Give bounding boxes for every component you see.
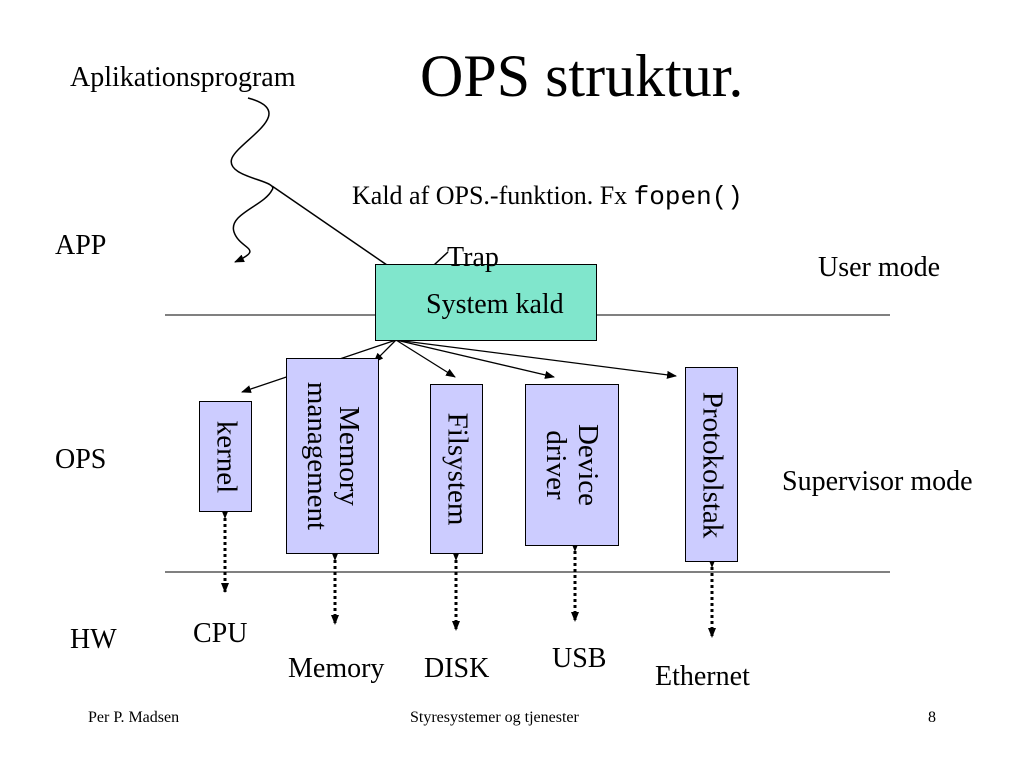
call-arrow: [271, 185, 401, 275]
arrow-to-filsystem: [395, 339, 456, 378]
slide-title: OPS struktur.: [420, 43, 744, 109]
module-kernel-label: kernel: [210, 420, 242, 493]
trap-label: Trap: [447, 242, 499, 273]
app-thread-squiggle: [230, 97, 274, 263]
hw-ethernet-label: Ethernet: [655, 661, 750, 692]
hw-memory-label: Memory: [288, 653, 385, 684]
module-memory-line2: management: [300, 381, 333, 531]
module-filsystem: Filsystem: [430, 384, 483, 554]
user-mode-label: User mode: [818, 252, 941, 283]
module-device-line2: driver: [540, 430, 572, 500]
arrow-to-device: [395, 339, 555, 379]
call-code: fopen(): [633, 182, 743, 212]
module-protokolstak: Protokolstak: [685, 367, 738, 562]
module-memory-management: Memory management: [286, 358, 379, 554]
module-device-label: Device driver: [540, 424, 604, 506]
layer-label-app: APP: [55, 230, 107, 261]
supervisor-mode-label: Supervisor mode: [782, 466, 973, 497]
app-program-label: Aplikationsprogram: [70, 62, 296, 93]
layer-label-hw: HW: [70, 624, 117, 655]
call-caption-text: Kald af OPS.-funktion. Fx: [352, 181, 628, 210]
module-device-line1: Device: [572, 423, 604, 507]
system-call-label: System kald: [426, 289, 564, 320]
layer-label-ops: OPS: [55, 444, 107, 475]
module-filsystem-label: Filsystem: [441, 412, 473, 526]
hw-links: [221, 509, 716, 638]
hw-usb-label: USB: [552, 643, 607, 674]
hw-disk-label: DISK: [424, 653, 490, 684]
hw-cpu-label: CPU: [193, 618, 248, 649]
call-caption: Kald af OPS.-funktion. Fx fopen(): [352, 181, 743, 212]
footer-course: Styresystemer og tjenester: [410, 709, 579, 726]
module-kernel: kernel: [199, 401, 252, 512]
arrow-to-protokolstak: [395, 339, 677, 379]
module-memory-label: Memory management: [301, 382, 365, 530]
module-protokolstak-label: Protokolstak: [696, 391, 728, 538]
module-device-driver: Device driver: [525, 384, 619, 546]
footer-author: Per P. Madsen: [88, 709, 180, 726]
system-call-box: System kald: [375, 264, 597, 341]
footer-page-number: 8: [928, 709, 936, 726]
module-memory-line1: Memory: [332, 406, 365, 506]
